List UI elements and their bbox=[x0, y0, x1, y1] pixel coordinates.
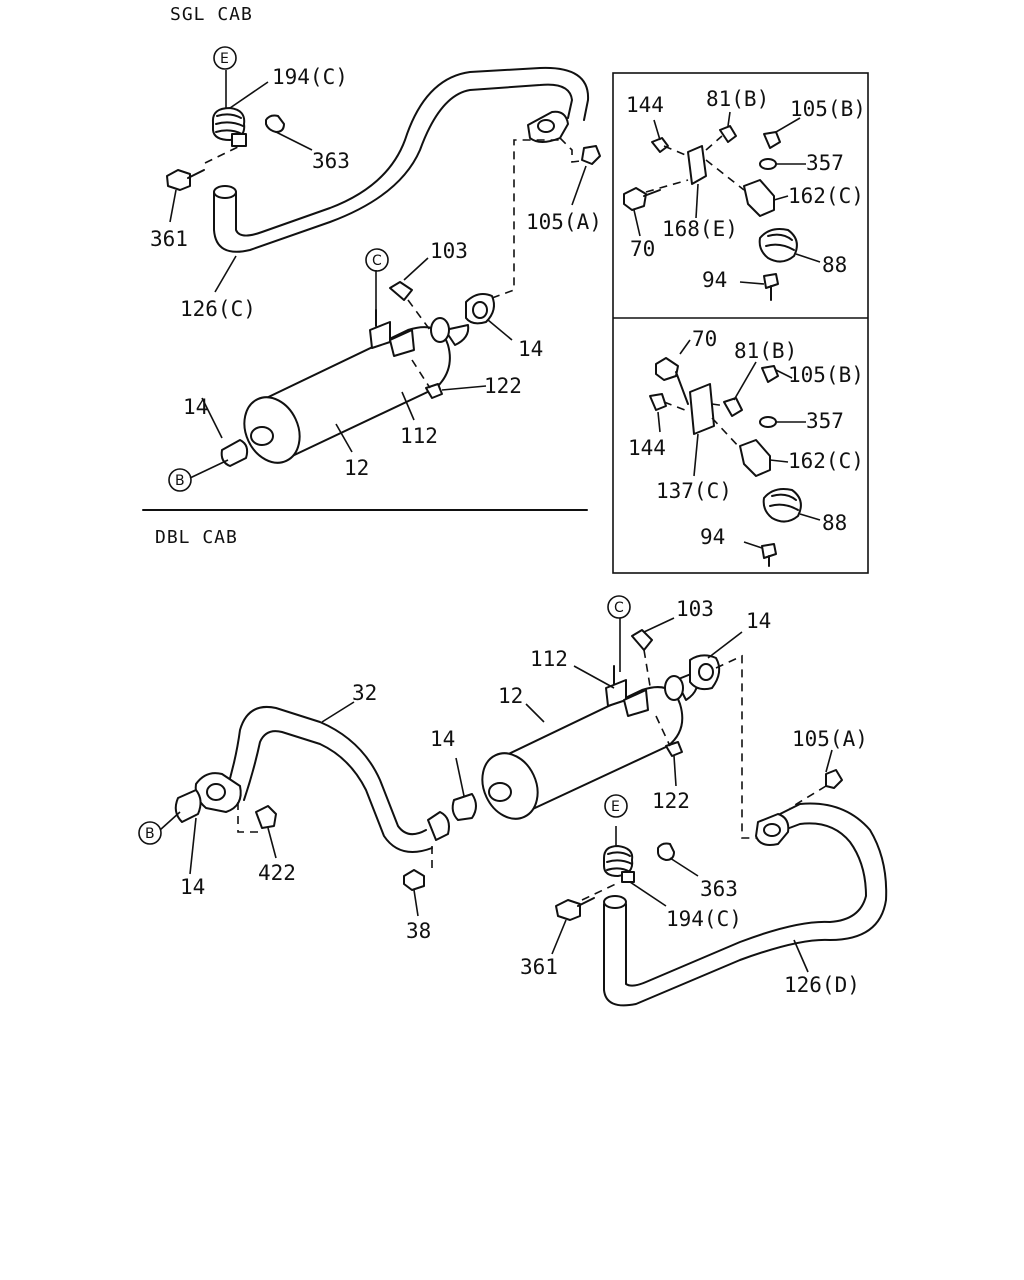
section-title-sgl-cab: SGL CAB bbox=[170, 4, 253, 25]
label-70-inset2: 70 bbox=[692, 327, 717, 351]
ref-circle-e-sgl bbox=[213, 46, 237, 70]
pipe-flange-sgl bbox=[527, 110, 569, 143]
label-363-dbl: 363 bbox=[700, 877, 738, 901]
label-105a-sgl: 105(A) bbox=[526, 210, 602, 234]
ref-circle-c-sgl bbox=[365, 248, 389, 272]
label-32: 32 bbox=[352, 681, 377, 705]
label-137c-inset2: 137(C) bbox=[656, 479, 732, 503]
bolt-361-sgl bbox=[166, 169, 205, 191]
ref-b-sgl-label: B bbox=[175, 473, 185, 489]
label-105b-inset1: 105(B) bbox=[790, 97, 866, 121]
leaders-sgl bbox=[169, 70, 587, 479]
bolt-103-sgl bbox=[389, 281, 413, 301]
label-126c: 126(C) bbox=[180, 297, 256, 321]
ref-c-dbl-label: C bbox=[614, 600, 624, 616]
dash-outlet-dbl bbox=[715, 654, 766, 839]
inset2-parts bbox=[649, 357, 802, 567]
gasket-14-dbl-mid bbox=[451, 793, 477, 821]
label-14-sgl-inlet: 14 bbox=[183, 395, 208, 419]
label-14-dbl-inlet: 14 bbox=[180, 875, 205, 899]
label-422: 422 bbox=[258, 861, 296, 885]
label-88-inset1: 88 bbox=[822, 253, 847, 277]
clamp-194c-dbl bbox=[603, 845, 635, 883]
nut-105a-sgl bbox=[581, 145, 601, 165]
label-103-dbl: 103 bbox=[676, 597, 714, 621]
label-363-sgl: 363 bbox=[312, 149, 350, 173]
label-103-sgl: 103 bbox=[430, 239, 468, 263]
label-81b-inset2: 81(B) bbox=[734, 339, 797, 363]
label-144-inset2: 144 bbox=[628, 436, 666, 460]
label-126d: 126(D) bbox=[784, 973, 860, 997]
label-12-dbl: 12 bbox=[498, 684, 523, 708]
ref-circle-b-sgl bbox=[168, 468, 192, 492]
inset1-parts bbox=[623, 125, 798, 301]
section-title-dbl-cab: DBL CAB bbox=[155, 527, 238, 548]
label-12-sgl: 12 bbox=[344, 456, 369, 480]
pipe-end-flange-dbl bbox=[427, 811, 450, 841]
nut-422 bbox=[255, 805, 277, 829]
ref-circle-e-dbl bbox=[604, 794, 628, 818]
label-14-sgl-outlet: 14 bbox=[518, 337, 543, 361]
dash-361-sgl bbox=[204, 145, 241, 164]
nut-363-dbl bbox=[657, 842, 675, 861]
label-112-dbl: 112 bbox=[530, 647, 568, 671]
label-122-dbl: 122 bbox=[652, 789, 690, 813]
nut-105a-dbl bbox=[825, 769, 843, 789]
label-122-sgl: 122 bbox=[484, 374, 522, 398]
gasket-14-sgl-inlet bbox=[220, 439, 249, 467]
inset-frame bbox=[612, 72, 869, 574]
ref-e-dbl-label: E bbox=[611, 799, 620, 815]
label-81b-inset1: 81(B) bbox=[706, 87, 769, 111]
ref-c-sgl-label: C bbox=[372, 253, 382, 269]
label-105a-dbl: 105(A) bbox=[792, 727, 868, 751]
ref-circle-b-dbl bbox=[138, 821, 162, 845]
label-361-dbl: 361 bbox=[520, 955, 558, 979]
tail-pipe-126d bbox=[603, 802, 888, 1007]
label-162c-inset2: 162(C) bbox=[788, 449, 864, 473]
label-94-inset2: 94 bbox=[700, 525, 725, 549]
nut-38 bbox=[403, 869, 425, 891]
ref-b-dbl-label: B bbox=[145, 826, 155, 842]
pipe-flange-dbl bbox=[755, 813, 790, 846]
label-14-dbl-mid: 14 bbox=[430, 727, 455, 751]
dash-outlet-sgl bbox=[491, 139, 562, 299]
label-38: 38 bbox=[406, 919, 431, 943]
label-94-inset1: 94 bbox=[702, 268, 727, 292]
inset2-leaders bbox=[657, 339, 821, 549]
label-70-inset1: 70 bbox=[630, 237, 655, 261]
dash-422 bbox=[237, 802, 262, 833]
inset1-leaders bbox=[633, 111, 821, 285]
bolt-103-dbl bbox=[631, 629, 653, 651]
label-357-inset1: 357 bbox=[806, 151, 844, 175]
nut-363-sgl bbox=[265, 114, 285, 133]
ref-circle-c-dbl bbox=[607, 595, 631, 619]
ref-e-sgl-label: E bbox=[220, 51, 229, 67]
label-357-inset2: 357 bbox=[806, 409, 844, 433]
label-168e-inset1: 168(E) bbox=[662, 217, 738, 241]
label-88-inset2: 88 bbox=[822, 511, 847, 535]
gasket-14-dbl-inlet bbox=[174, 789, 202, 823]
clamp-194c-sgl bbox=[211, 107, 247, 147]
label-361-sgl: 361 bbox=[150, 227, 188, 251]
label-112-sgl: 112 bbox=[400, 424, 438, 448]
label-194c-dbl: 194(C) bbox=[666, 907, 742, 931]
leaders-dbl bbox=[159, 617, 833, 973]
flange-14-front-pipe bbox=[194, 772, 242, 813]
label-14-dbl-outlet: 14 bbox=[746, 609, 771, 633]
label-194c-sgl: 194(C) bbox=[272, 65, 348, 89]
bolt-361-dbl bbox=[555, 897, 595, 921]
tail-pipe-126c bbox=[213, 66, 590, 253]
label-144-inset1: 144 bbox=[626, 93, 664, 117]
label-162c-inset1: 162(C) bbox=[788, 184, 864, 208]
muffler-12-sgl bbox=[243, 309, 470, 464]
label-105b-inset2: 105(B) bbox=[788, 363, 864, 387]
front-pipe-32 bbox=[225, 706, 433, 853]
